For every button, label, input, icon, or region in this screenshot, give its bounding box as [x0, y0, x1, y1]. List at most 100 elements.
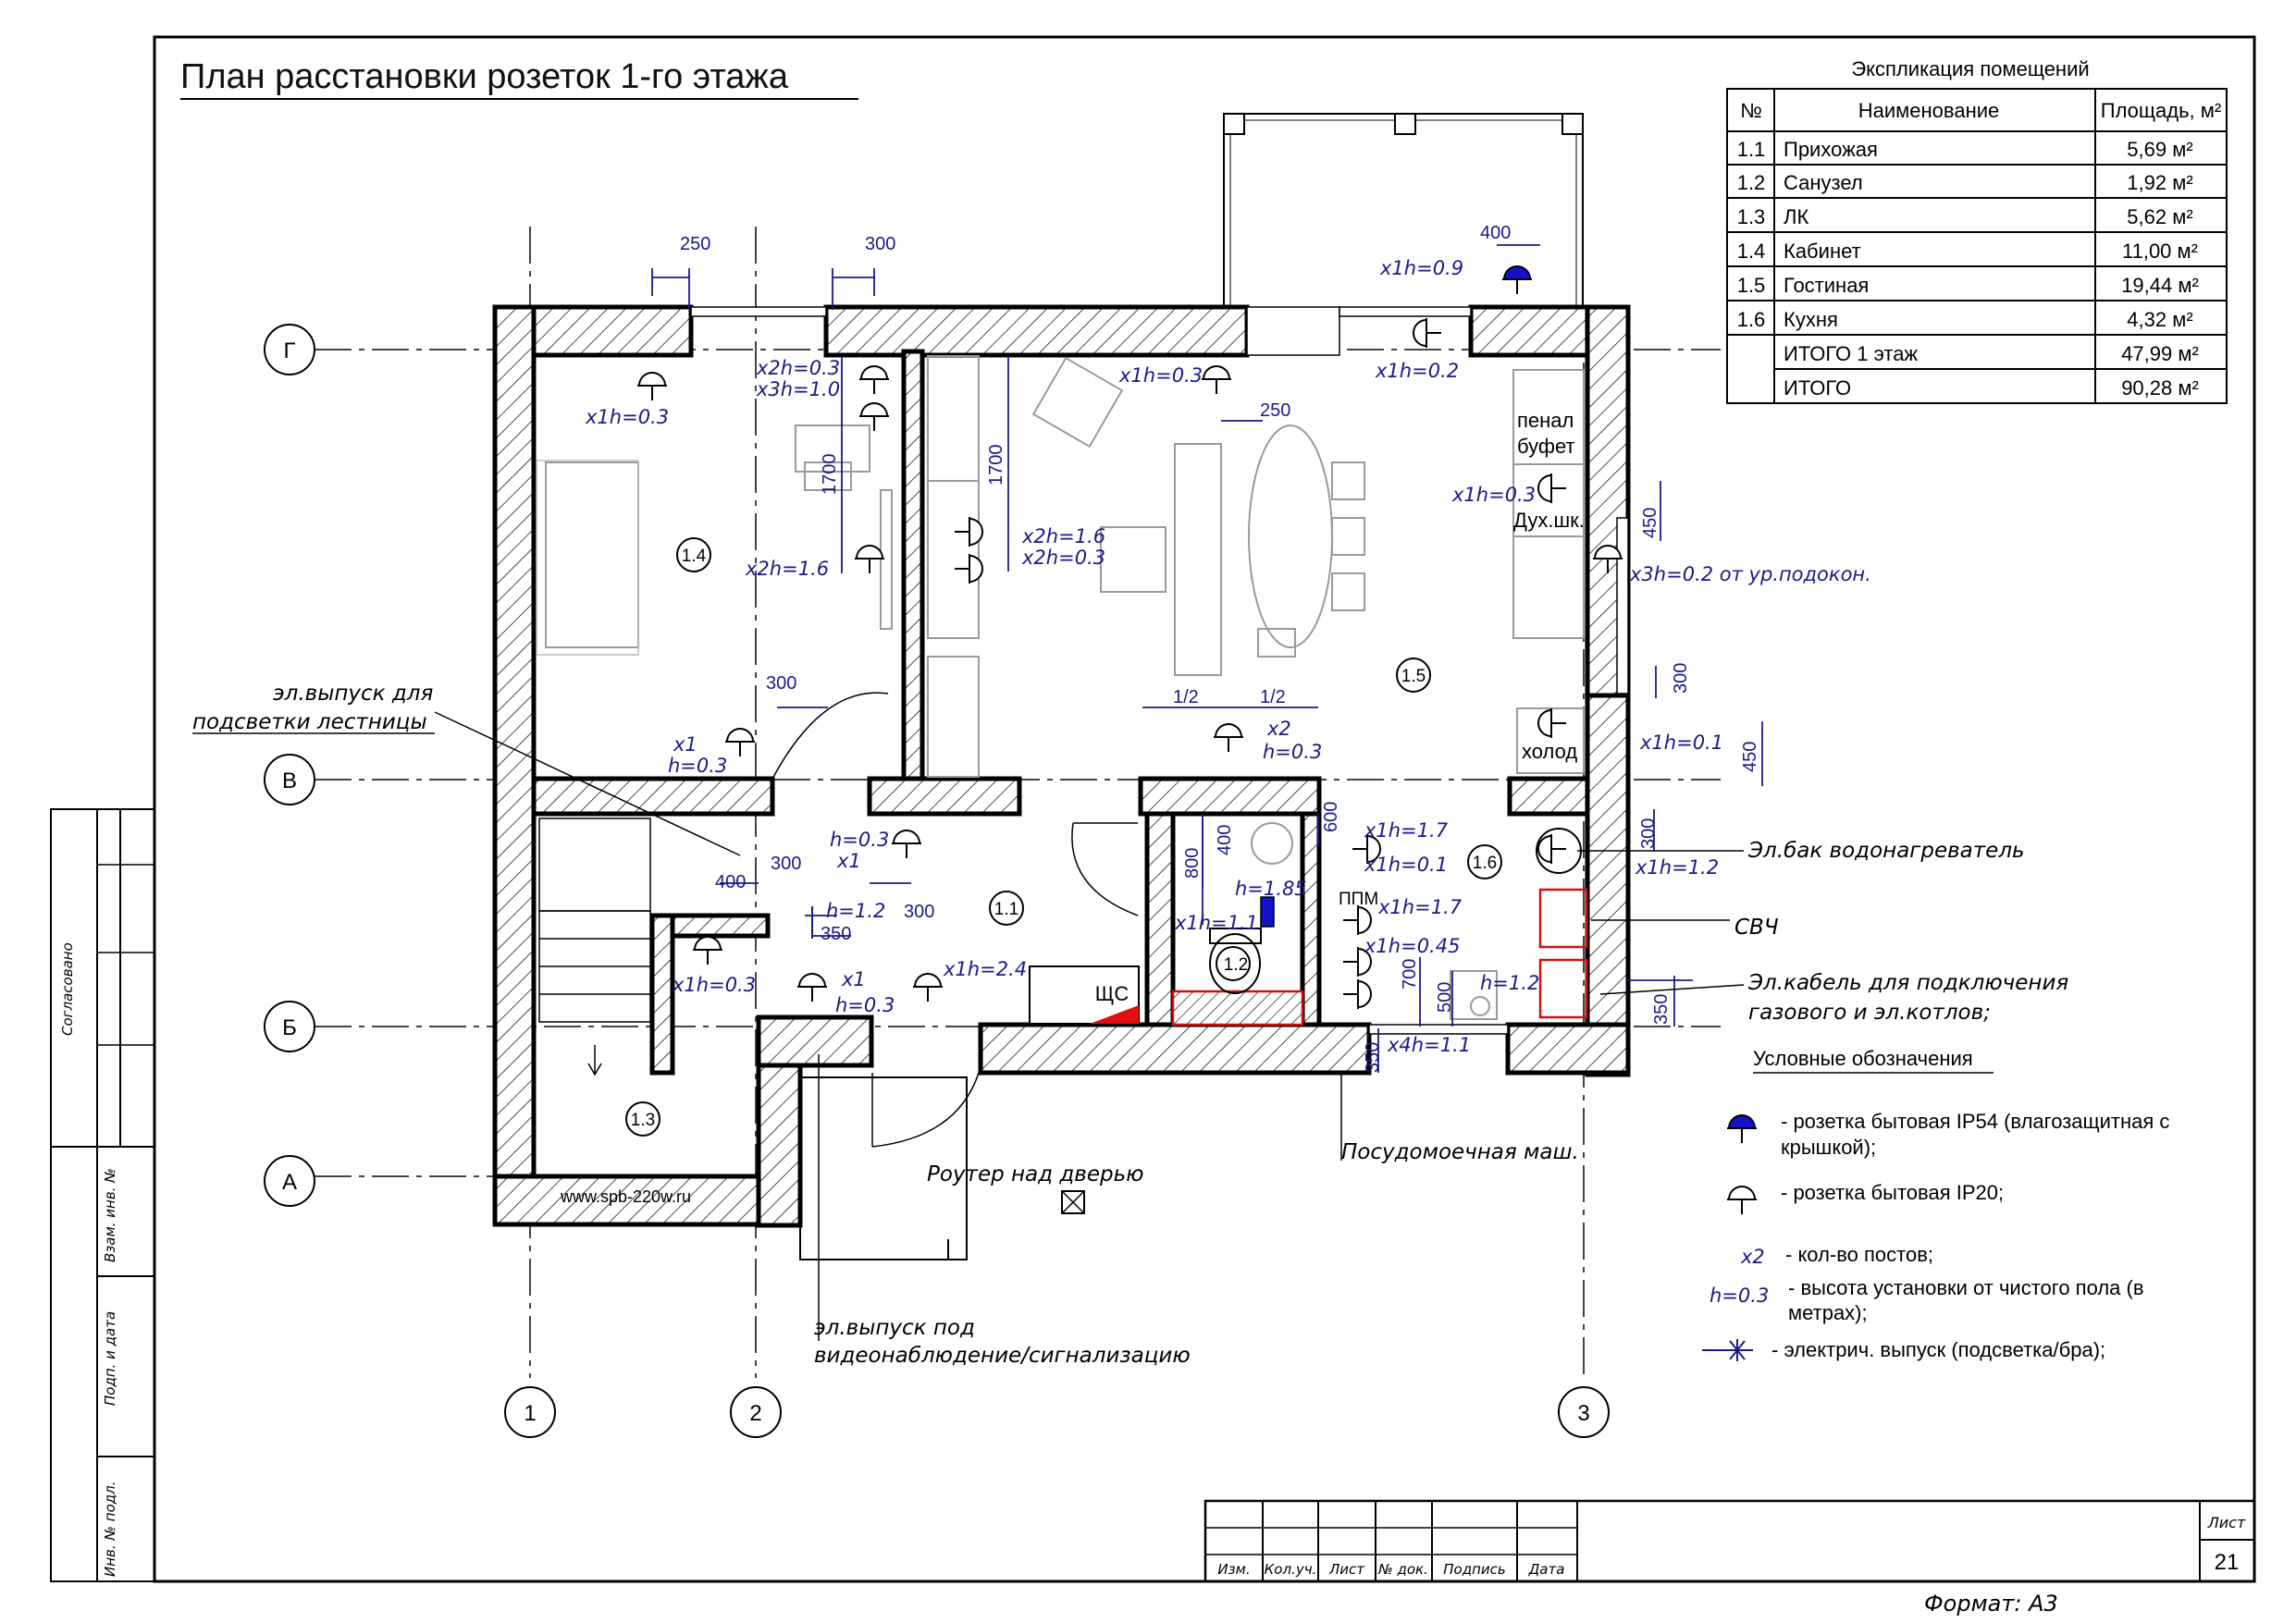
room-number: 1.4 [682, 547, 707, 566]
exp-row-no: 1.2 [1737, 171, 1766, 194]
router-label: Роутер над дверью [927, 1162, 1143, 1187]
stamp-header: Дата [1528, 1561, 1565, 1578]
legend: Условные обозначения - розетка бытовая I… [1702, 1047, 2169, 1361]
dimension-text: 450 [1740, 742, 1760, 772]
dimension-text: 800 [1182, 848, 1203, 879]
exp-col-area: Площадь, м² [2101, 99, 2221, 122]
annotation: x1h=0.3 [585, 406, 669, 428]
annotation: h=0.3 [668, 755, 727, 777]
annotation: x1h=0.3 [672, 974, 756, 996]
exp-row-area: 4,32 м² [2127, 308, 2192, 331]
annotation: h=1.2 [826, 900, 885, 922]
bufet-label: буфет [1517, 435, 1575, 458]
sockets [636, 265, 1623, 1010]
annotation: x2h=1.6 [1021, 525, 1105, 547]
dimension-text: 1/2 [1260, 687, 1286, 707]
exp-row-no: 1.3 [1737, 205, 1766, 228]
oven-label: Дух.шк. [1513, 509, 1585, 532]
boiler-label: Эл.бак водонагреватель [1747, 839, 2025, 863]
router-box [1061, 1190, 1085, 1214]
exp-col-name: Наименование [1858, 99, 2000, 122]
fridge-label: холод [1522, 740, 1577, 763]
cable-label: Эл.кабель для подключения [1747, 971, 2068, 995]
cable-label: газового и эл.котлов; [1748, 1001, 1991, 1025]
stamp-header: № док. [1377, 1561, 1428, 1578]
axis-label: 3 [1577, 1401, 1589, 1426]
annotation: h=0.3 [830, 829, 889, 851]
dimension-text: 1700 [986, 445, 1006, 486]
exp-row-name: Кабинет [1784, 240, 1861, 263]
stamp-sheet-label: Лист [2207, 1514, 2246, 1531]
legend-height: метрах); [1788, 1301, 1868, 1324]
annotation: x1h=1.7 [1364, 819, 1449, 842]
dimension-text: 300 [766, 673, 796, 694]
dimension-text: 1/2 [1173, 687, 1199, 707]
dimension-text: 400 [1215, 825, 1235, 855]
dimension-text: 350 [821, 924, 851, 944]
annotation: x1h=0.1 [1639, 732, 1723, 754]
axis-label: В [282, 768, 297, 793]
exp-row-name: Кухня [1784, 308, 1838, 331]
axis-label: 1 [524, 1401, 536, 1426]
annotation: x1h=0.2 [1375, 360, 1459, 382]
side-stamp-inv: Инв. № подл. [102, 1482, 118, 1577]
electrical-panel: ЩС [1029, 965, 1140, 1025]
dimension-lines [651, 244, 1763, 1073]
annotation: h=1.2 [1480, 972, 1539, 994]
annotation: x1h=0.3 [1118, 364, 1203, 387]
sheet-format: Формат: А3 [1924, 1591, 2058, 1617]
exp-row-area: 90,28 м² [2121, 376, 2199, 400]
panel-label: ЩС [1095, 982, 1129, 1005]
annotation: x1 [841, 968, 866, 990]
exp-row-area: 5,62 м² [2127, 205, 2192, 228]
exp-row-name: ИТОГО [1784, 376, 1851, 400]
exp-row-name: ЛК [1784, 205, 1808, 228]
penal-label: пенал [1517, 409, 1574, 432]
stair-outlet-label: подсветки лестницы [192, 710, 427, 734]
annotation: x2h=0.3 [1021, 547, 1105, 569]
annotation: h=1.85 [1235, 878, 1307, 900]
exp-col-no: № [1740, 99, 1762, 122]
legend-count-symbol: x2 [1740, 1246, 1765, 1268]
annotation: x2h=0.3 [756, 357, 840, 379]
axis-label: Б [282, 1015, 297, 1040]
legend-count: - кол-во постов; [1785, 1243, 1933, 1266]
grid-axes: Г В Б А 1 2 3 [264, 227, 1721, 1438]
legend-height-symbol: h=0.3 [1710, 1285, 1769, 1307]
legend-outlet: - электрич. выпуск (подсветка/бра); [1771, 1338, 2105, 1361]
room-number: 1.6 [1473, 854, 1497, 873]
dimension-text: 450 [1640, 508, 1660, 538]
dimension-text: 500 [1435, 982, 1455, 1013]
annotation: x2 [1266, 718, 1291, 740]
staircase [538, 818, 651, 1076]
dimension-text: 250 [680, 234, 710, 254]
dimension-text: 700 [1400, 959, 1420, 990]
side-stamp: Согласовано Взам. инв. № Подп. и дата Ин… [50, 808, 155, 1582]
dimension-text: 300 [1638, 818, 1659, 849]
annotation: x1h=0.45 [1364, 935, 1460, 957]
annotation: x1h=1.7 [1377, 896, 1463, 918]
annotation: x3h=1.0 [756, 378, 840, 400]
dimension-text: 300 [865, 234, 895, 254]
annotation: x3h=0.2 от ур.подокон. [1629, 563, 1871, 585]
doors [772, 692, 1139, 1148]
exp-row-no: 1.5 [1737, 274, 1766, 297]
video-label: эл.выпуск под [814, 1316, 975, 1340]
stair-outlet-label: эл.выпуск для [273, 682, 433, 706]
annotation: x4h=1.1 [1387, 1034, 1471, 1056]
annotation: x1h=1.2 [1635, 856, 1719, 879]
dishwasher-label: Посудомоечная маш. [1341, 1140, 1579, 1164]
exp-row-area: 5,69 м² [2127, 138, 2192, 161]
explication-table: Экспликация помещений № Наименование Пло… [1726, 57, 2228, 404]
annotation: x1h=0.3 [1451, 484, 1536, 506]
dimension-text: 300 [771, 854, 801, 874]
exp-row-no: 1.4 [1737, 240, 1766, 263]
annotation: x1h=0.1 [1364, 854, 1448, 876]
dimension-text: 400 [1480, 223, 1511, 243]
leader-labels: эл.выпуск для подсветки лестницы Роутер … [192, 682, 2068, 1368]
annotation: h=0.3 [835, 994, 895, 1016]
walls [492, 304, 1631, 1228]
room-number: 1.2 [1224, 955, 1248, 975]
axis-label: 2 [749, 1401, 761, 1426]
